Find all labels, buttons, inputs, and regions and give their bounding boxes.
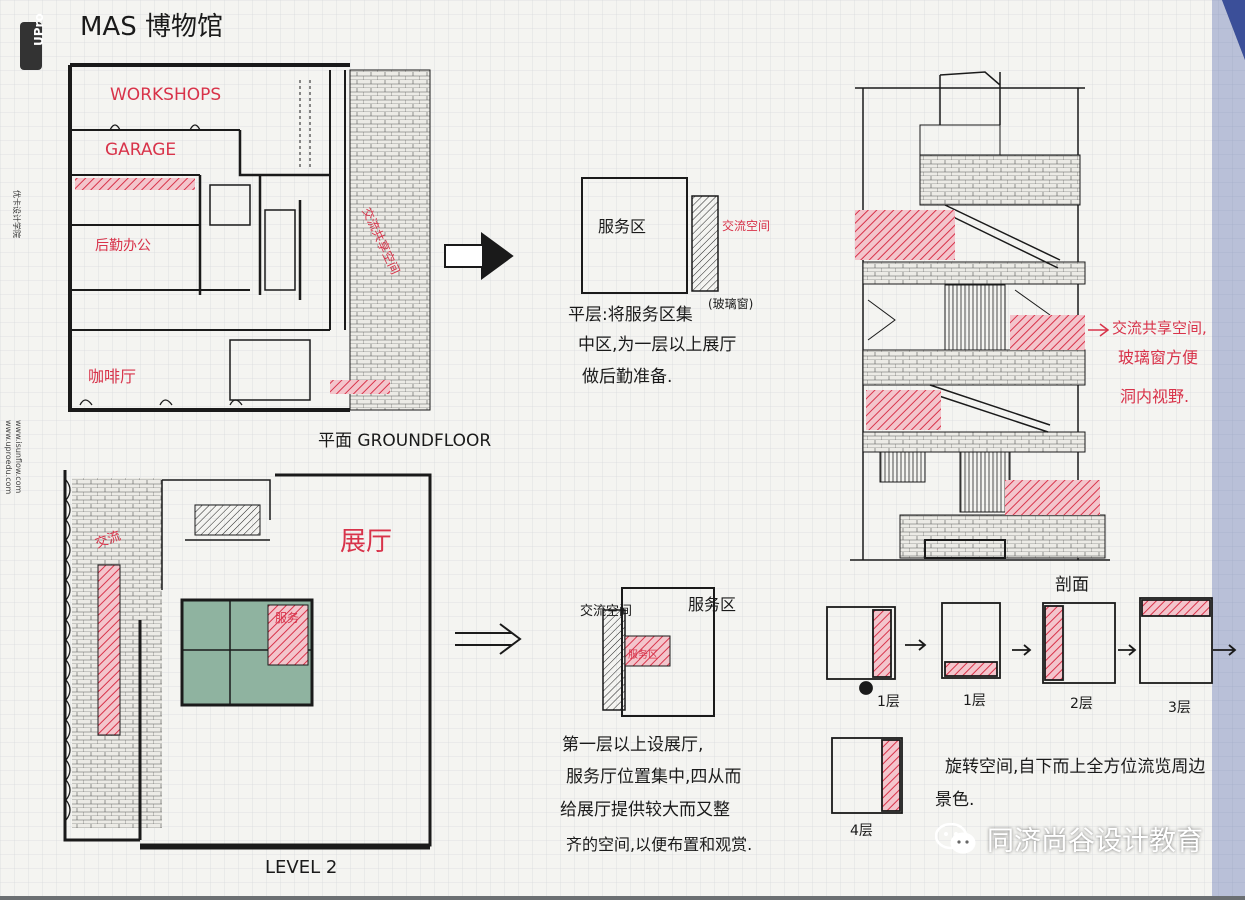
arrow-right-icon-2: [455, 623, 522, 655]
sequence-label-4: 3层: [1168, 700, 1191, 716]
diagram-bottom-note-2: 服务厅位置集中,四从而: [566, 767, 741, 787]
l2-room-service: 服务: [275, 610, 299, 625]
section-note-3: 洞内视野.: [1120, 387, 1189, 406]
brand-url-2: www.isunflow.com: [14, 420, 23, 494]
diagram-top-side-note: (玻璃窗): [708, 297, 753, 311]
diagram-top-box-label: 服务区: [598, 217, 646, 236]
diagram-bottom: [602, 587, 715, 717]
section-pointer-arrow: [1088, 323, 1110, 337]
ground-floor-plan: [68, 63, 431, 412]
section-note-2: 玻璃窗方便: [1118, 348, 1198, 367]
gf-room-office: 后勤办公: [95, 238, 151, 254]
wechat-icon: [935, 822, 976, 853]
diagram-top-note-2: 中区,为一层以上展厅: [578, 335, 736, 355]
gf-room-workshops: WORKSHOPS: [110, 85, 221, 105]
brand-logo: UPro: [32, 13, 46, 46]
sequence-label-3: 2层: [1070, 696, 1093, 712]
arrow-right-icon: [444, 232, 514, 280]
diagram-bottom-label-1: 交流空间: [580, 603, 632, 619]
rotation-sequence: [826, 597, 1237, 814]
watermark: 同济尚谷设计教育: [935, 819, 1203, 858]
sequence-note-1: 旋转空间,自下而上全方位流览周边: [945, 757, 1205, 777]
diagram-top-note-3: 做后勤准备.: [582, 367, 672, 387]
sequence-note-2: 景色.: [935, 790, 974, 810]
diagram-bottom-note-3: 给展厅提供较大而又整: [560, 800, 730, 820]
diagram-bottom-note-4: 齐的空间,以便布置和观赏.: [566, 835, 752, 854]
sequence-label-2: 1层: [963, 693, 986, 709]
level2-plan: [63, 470, 432, 850]
gf-room-cafe: 咖啡厅: [88, 367, 136, 386]
diagram-bottom-label-3: 服务区: [628, 648, 658, 661]
page-title: MAS 博物馆: [80, 12, 223, 42]
watermark-text: 同济尚谷设计教育: [987, 826, 1203, 857]
section-label: 剖面: [1055, 575, 1089, 595]
brand-url-1: www.uproedu.com: [4, 420, 13, 495]
gf-room-garage: GARAGE: [105, 140, 176, 160]
brand-subtitle: 优卡设计学院: [12, 190, 22, 238]
diagram-top: [581, 177, 719, 294]
brand-strip: UPro 优卡设计学院 www.uproedu.com www.isunflow…: [4, 13, 46, 494]
diagram-bottom-note-1: 第一层以上设展厅,: [562, 735, 703, 755]
section-drawing: [850, 71, 1110, 561]
gf-label: 平面 GROUNDFLOOR: [318, 431, 491, 451]
diagram-top-note-1: 平层:将服务区集: [568, 305, 693, 325]
sequence-label-1: 1层: [877, 694, 900, 710]
l2-label: LEVEL 2: [265, 857, 337, 878]
diagram-top-side-label: 交流空间: [722, 218, 770, 233]
section-note-1: 交流共享空间,: [1112, 319, 1207, 337]
l2-room-hall: 展厅: [340, 527, 392, 557]
diagram-bottom-label-2: 服务区: [688, 595, 736, 614]
sequence-label-5: 4层: [850, 823, 873, 839]
